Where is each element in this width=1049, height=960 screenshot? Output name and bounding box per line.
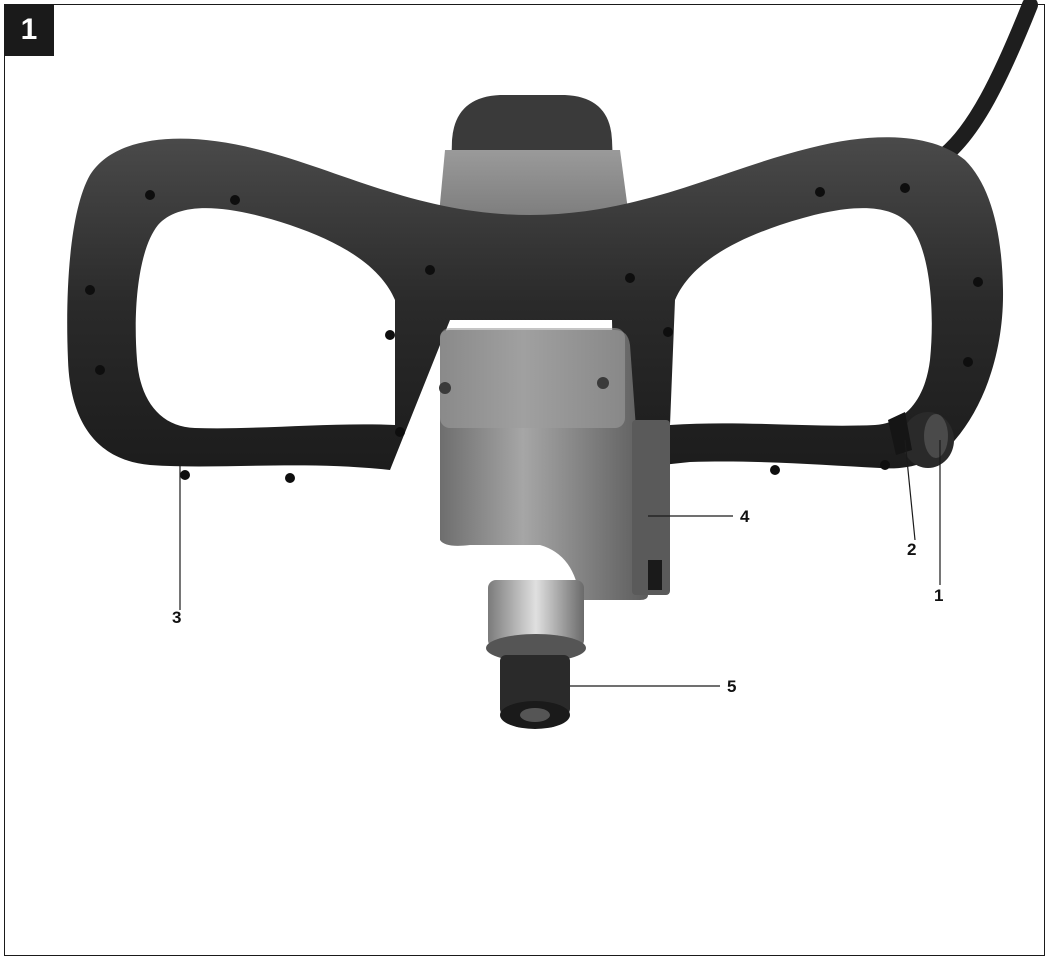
power-cable xyxy=(937,0,1038,163)
handle-left-hole xyxy=(135,208,395,429)
handle-screws xyxy=(85,183,983,483)
handle-right-hole xyxy=(670,208,932,426)
figure-number-badge: 1 xyxy=(4,4,54,56)
figure-frame xyxy=(4,4,1045,956)
leader-lines xyxy=(179,439,941,687)
housing-screw-plate xyxy=(440,328,625,428)
chuck-collar xyxy=(488,580,584,648)
spindle-lock-button xyxy=(632,420,670,595)
callout-5: 5 xyxy=(727,677,737,696)
motor-body xyxy=(438,150,630,225)
leader-line-2 xyxy=(904,439,916,541)
callout-1: 1 xyxy=(934,586,944,605)
callout-3: 3 xyxy=(172,608,182,627)
callout-4: 4 xyxy=(740,507,750,526)
spindle xyxy=(500,655,570,715)
callout-2: 2 xyxy=(907,540,917,559)
